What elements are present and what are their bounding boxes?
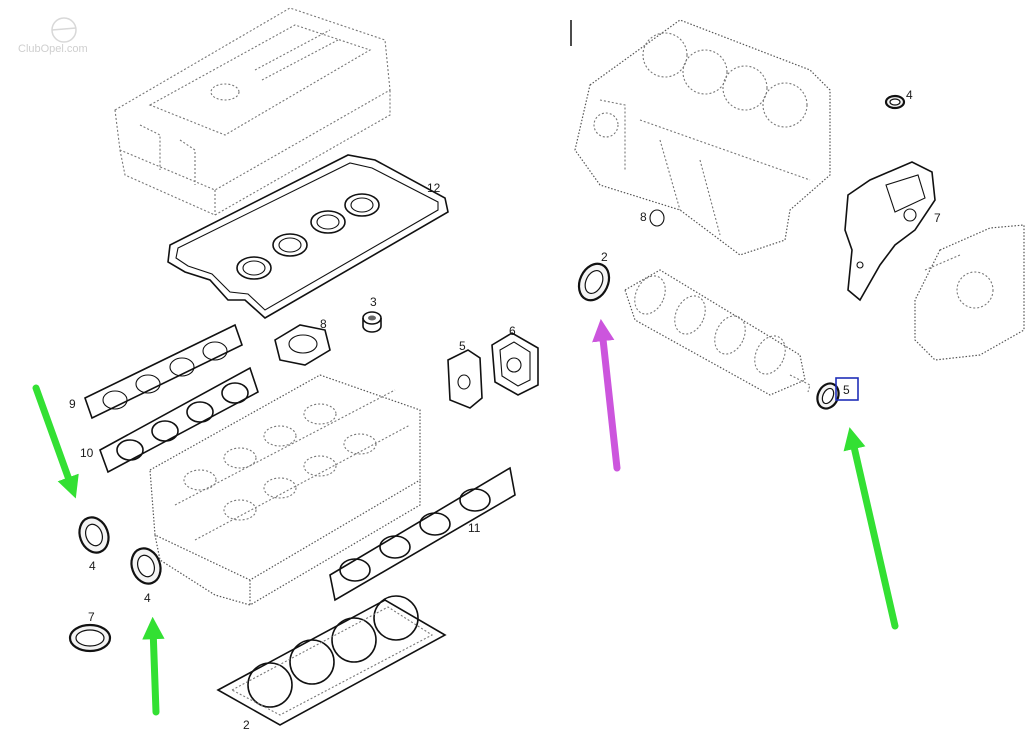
cylinder-head-drawing — [149, 374, 421, 606]
label-front-cover-gasket-7: 7 — [934, 211, 941, 225]
green-arrow-right-icon — [843, 427, 899, 630]
crankshaft-drawing — [624, 269, 811, 396]
watermark: ClubOpel.com — [18, 17, 88, 55]
camshaft-seal-b — [130, 547, 162, 585]
front-cover-drawing — [914, 224, 1025, 361]
thermostat-gasket — [274, 324, 331, 366]
label-cover-gasket-5: 5 — [459, 339, 466, 353]
label-front-seal-2: 2 — [601, 250, 608, 264]
label-valve-cover-gasket: 12 — [427, 181, 441, 195]
green-arrow-left-icon — [32, 384, 79, 499]
watermark-text: ClubOpel.com — [18, 43, 88, 55]
cover-gasket-5 — [447, 349, 483, 409]
head-gasket — [216, 595, 447, 726]
camshaft-seal-a — [78, 516, 110, 554]
exhaust-gasket-11 — [329, 466, 516, 602]
label-plug-seal: 3 — [370, 295, 377, 309]
intake-gasket-10 — [99, 366, 259, 474]
label-intake-gasket-9: 9 — [69, 397, 76, 411]
seal-7 — [68, 623, 112, 653]
valve-cover-gasket — [167, 154, 449, 319]
spark-plug-seal — [362, 311, 382, 333]
purple-arrow-icon — [592, 318, 621, 472]
front-crankshaft-seal — [577, 262, 611, 302]
cover-gasket-6 — [491, 332, 539, 396]
rear-main-seal — [816, 382, 840, 410]
green-arrow-bottom-icon — [142, 616, 165, 716]
label-rear-seal-5: 5 — [843, 383, 850, 397]
oring-4 — [884, 94, 906, 110]
label-cover-gasket-6: 6 — [509, 324, 516, 338]
watermark-bolt-icon — [51, 27, 77, 31]
engine-block-drawing — [574, 19, 831, 256]
cam-cover-drawing — [114, 7, 391, 216]
label-seal-7: 7 — [88, 610, 95, 624]
label-cam-seal-b: 4 — [144, 591, 151, 605]
label-oring-4: 4 — [906, 88, 913, 102]
front-cover-gasket-7 — [844, 161, 936, 302]
highlight-box — [835, 377, 859, 401]
label-head-gasket: 2 — [243, 718, 250, 732]
intake-gasket-9 — [84, 323, 243, 420]
label-intake-gasket-10: 10 — [80, 446, 94, 460]
label-gasket-8: 8 — [320, 317, 327, 331]
oring-8 — [649, 209, 665, 227]
label-cam-seal-a: 4 — [89, 559, 96, 573]
label-exhaust-gasket-11: 11 — [468, 521, 481, 535]
label-oring-8: 8 — [640, 210, 647, 224]
